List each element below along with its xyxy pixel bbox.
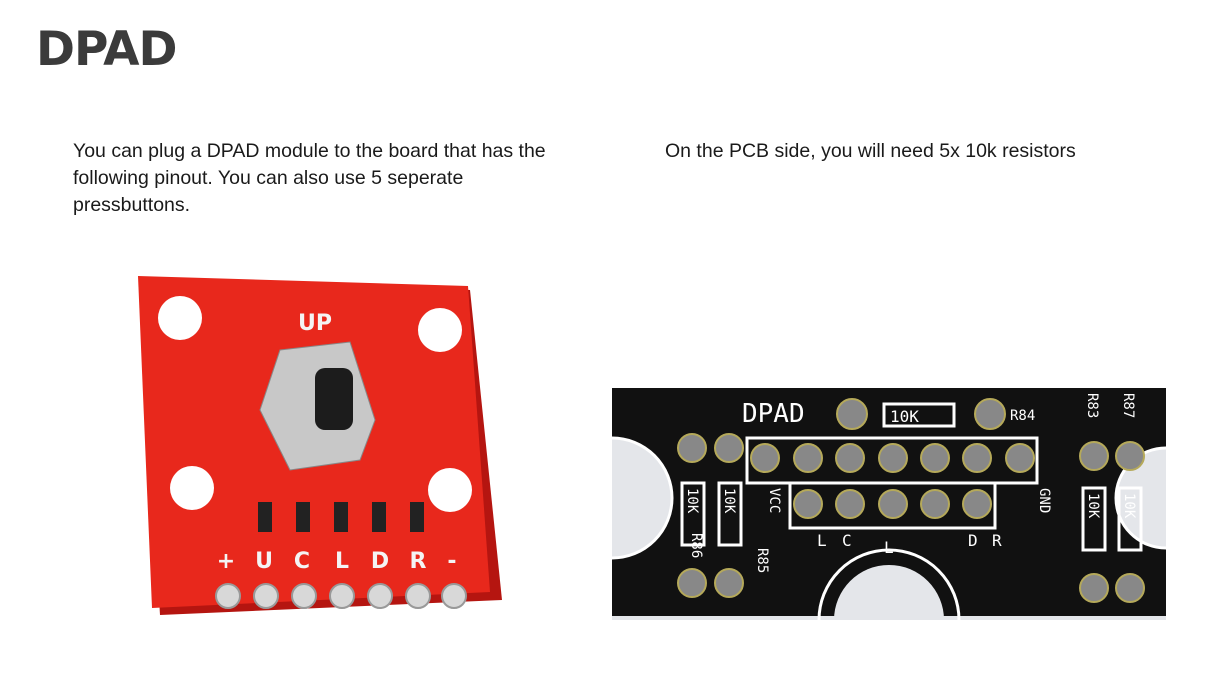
gnd-label: GND (1036, 488, 1052, 513)
pcb-label-l1: L (817, 531, 827, 550)
vcc-label: VCC (766, 488, 782, 513)
ref-r83: R83 (1084, 393, 1100, 418)
pin-label-c: C (294, 549, 310, 574)
ref-r84: R84 (1010, 408, 1035, 424)
resistor-value-r87: 10K (1121, 493, 1137, 519)
slide-title: DPAD (36, 22, 178, 77)
dpad-module-photo: UP + U C L D R - (138, 276, 502, 615)
pcb-label-d: D (968, 531, 978, 550)
up-label: UP (298, 311, 332, 336)
ref-r86: R86 (688, 533, 704, 558)
resistor-value-r86: 10K (684, 488, 700, 514)
ref-r87: R87 (1120, 393, 1136, 418)
pin-label-plus: + (217, 549, 235, 574)
pcb-title: DPAD (742, 399, 805, 429)
pcb-layout-image: DPAD 10K R84 R86 R83 R87 R85 VCC GND 10K… (612, 388, 1166, 620)
resistor-value-top: 10K (890, 407, 919, 426)
pin-label-minus: - (447, 549, 456, 574)
right-description: On the PCB side, you will need 5x 10k re… (665, 140, 1076, 162)
pin-label-r: R (410, 549, 427, 574)
resistor-value-r85: 10K (721, 488, 737, 514)
pin-label-d: D (371, 549, 389, 574)
pcb-label-c: C (842, 531, 852, 550)
pin-label-u: U (255, 549, 273, 574)
left-description: You can plug a DPAD module to the board … (73, 140, 546, 216)
pcb-label-l2: L (884, 538, 894, 557)
pcb-label-r: R (992, 531, 1002, 550)
ref-r85: R85 (754, 548, 770, 573)
pin-label-l: L (335, 549, 349, 574)
resistor-value-r83: 10K (1085, 493, 1101, 519)
